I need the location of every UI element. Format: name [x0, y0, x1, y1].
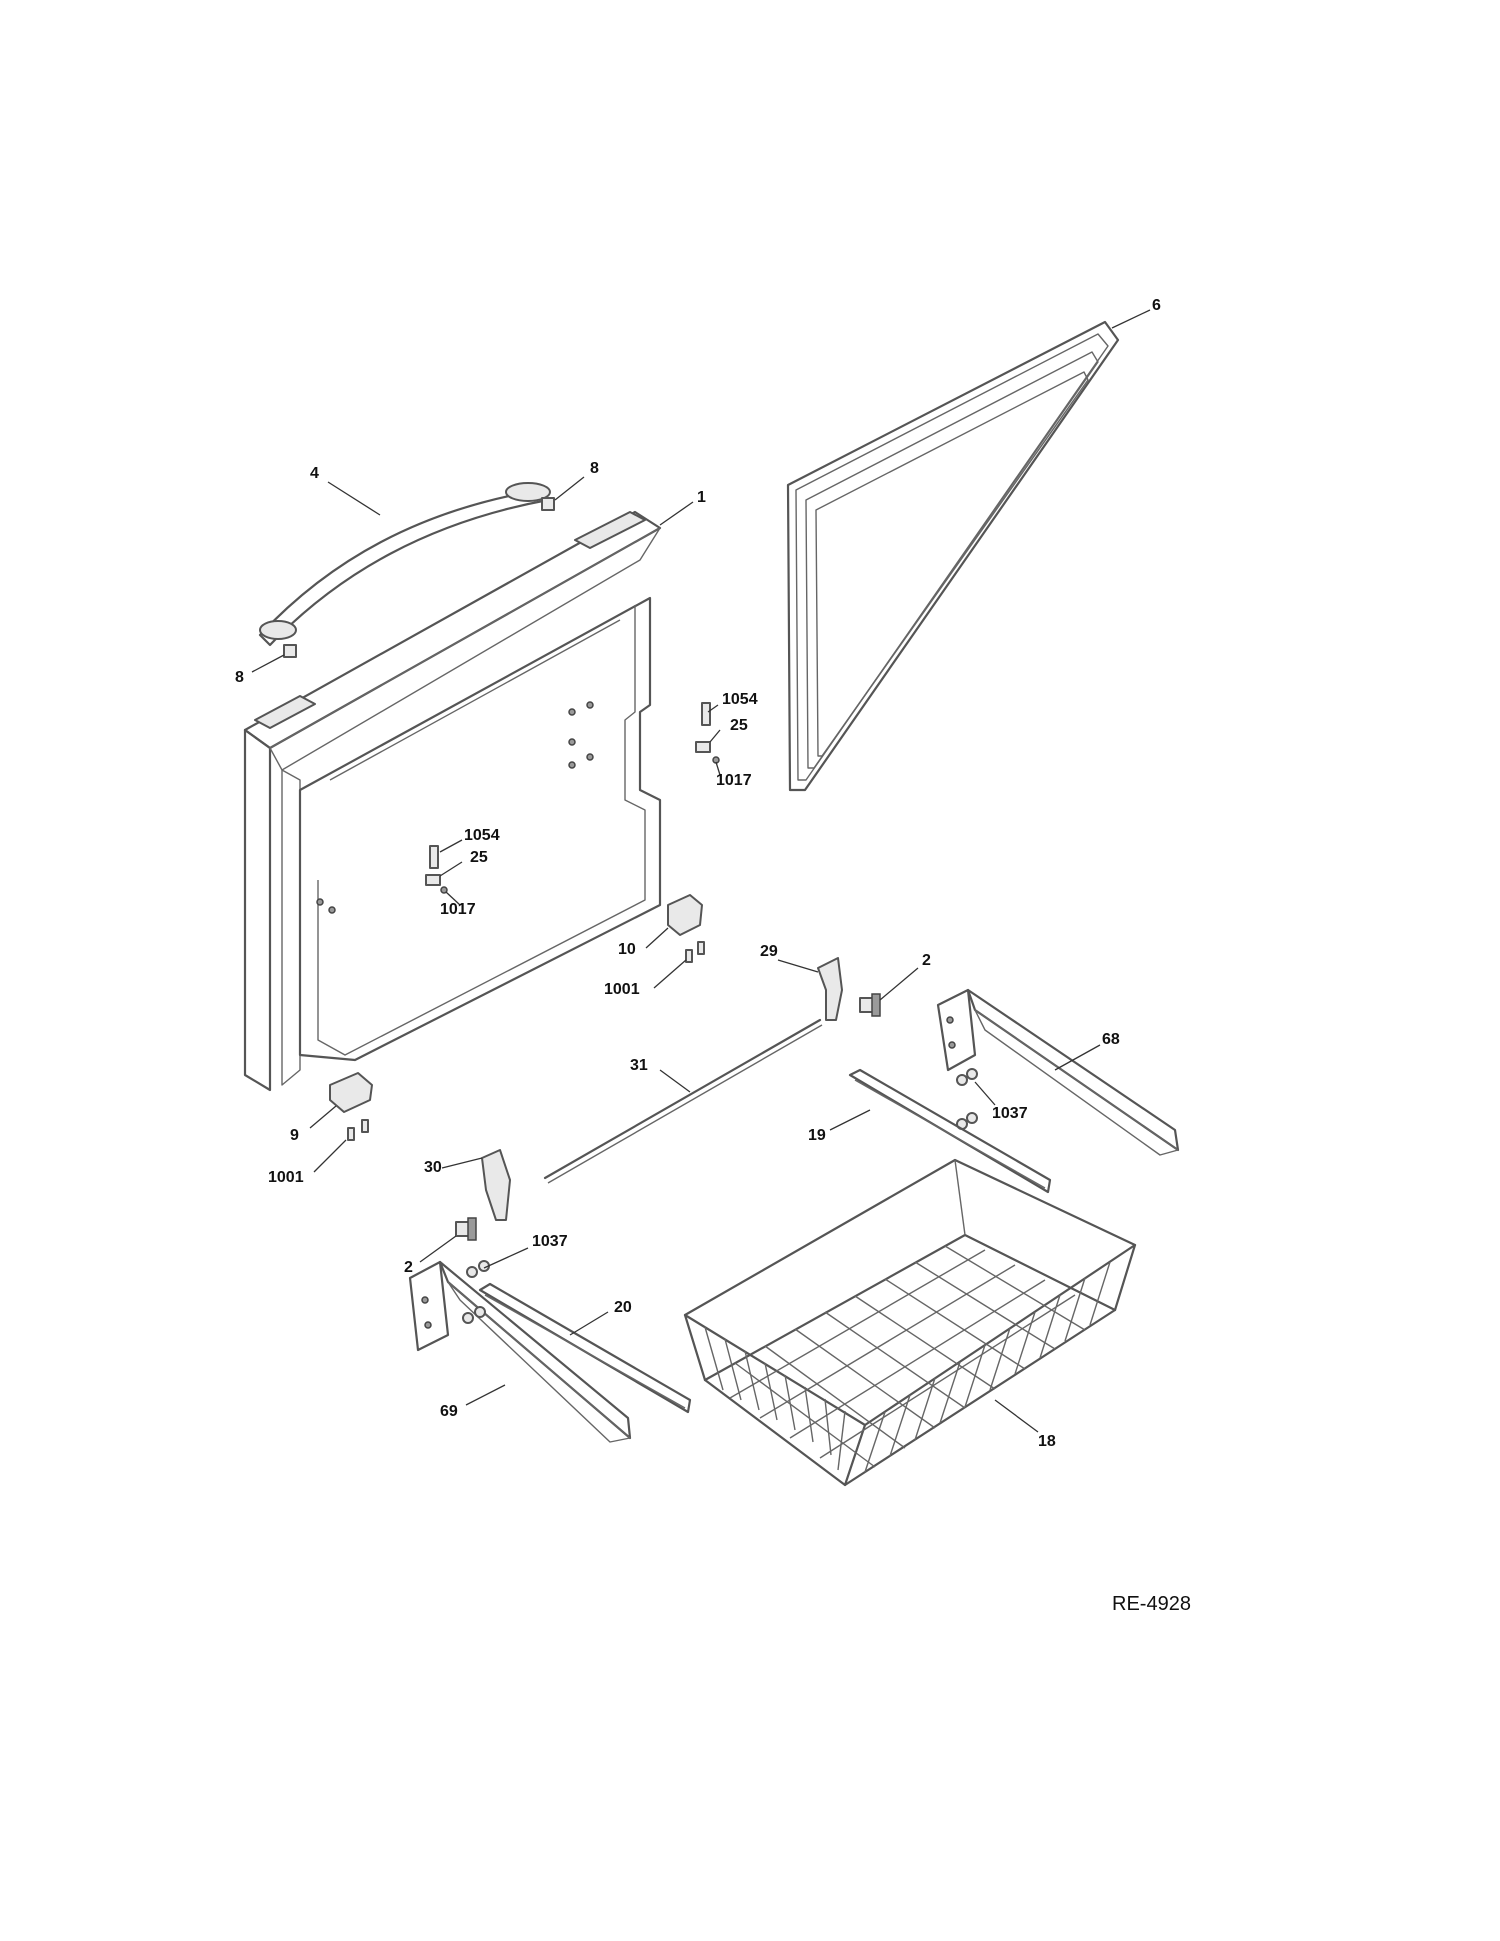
callout-18: 18	[1038, 1433, 1056, 1450]
callout-25-lower: 25	[470, 849, 488, 866]
door-gasket	[786, 320, 1120, 792]
roller-lower	[455, 1217, 477, 1241]
door-handle	[258, 482, 551, 647]
callout-1054-lower: 1054	[464, 827, 500, 844]
roller-upper	[859, 993, 881, 1017]
callout-1054-upper: 1054	[722, 691, 758, 708]
screws-1001-lower	[347, 1119, 369, 1141]
callout-1017-lower: 1017	[440, 901, 476, 918]
callout-31: 31	[630, 1057, 648, 1074]
callout-8-upper: 8	[590, 460, 599, 477]
callout-8-lower: 8	[235, 669, 244, 686]
callout-1001-lower: 1001	[268, 1169, 304, 1186]
callout-10: 10	[618, 941, 636, 958]
callout-29: 29	[760, 943, 778, 960]
screw-8-lower	[283, 644, 297, 658]
callout-20: 20	[614, 1299, 632, 1316]
rail-bracket-left	[408, 1260, 632, 1443]
fastener-set-upper	[695, 702, 720, 764]
callout-69: 69	[440, 1403, 458, 1420]
wire-basket	[683, 1158, 1137, 1487]
hinge-cap-upper	[667, 894, 703, 936]
rod-31	[543, 1018, 823, 1184]
slide-rail-right	[848, 1068, 1052, 1194]
callout-1037-left: 1037	[532, 1233, 568, 1250]
callout-19: 19	[808, 1127, 826, 1144]
screws-1037-right	[956, 1068, 978, 1130]
callout-1017-upper: 1017	[716, 772, 752, 789]
bracket-29	[817, 957, 843, 1021]
slide-rail-left	[478, 1282, 692, 1414]
screws-1037-left	[462, 1260, 490, 1324]
callout-1001-upper: 1001	[604, 981, 640, 998]
fastener-set-lower	[425, 845, 448, 894]
leader-lines	[251, 309, 1151, 1433]
callout-2-lower: 2	[404, 1259, 413, 1276]
hinge-cap-lower	[329, 1072, 373, 1113]
callout-9: 9	[290, 1127, 299, 1144]
bracket-30	[481, 1149, 511, 1221]
callout-1037-right: 1037	[992, 1105, 1028, 1122]
callout-4: 4	[310, 465, 319, 482]
callout-2-upper: 2	[922, 952, 931, 969]
diagram-reference-code: RE-4928	[1112, 1593, 1191, 1615]
callout-68: 68	[1102, 1031, 1120, 1048]
callout-labels: 6 1 4 8 8 1054 25 1017 1054 25 1017 10 1…	[235, 297, 1161, 1450]
callout-25-upper: 25	[730, 717, 748, 734]
callout-1: 1	[697, 489, 706, 506]
screw-8-upper	[541, 497, 555, 511]
callout-6: 6	[1152, 297, 1161, 314]
callout-30: 30	[424, 1159, 442, 1176]
screws-1001-upper	[685, 941, 705, 963]
rail-bracket-right	[936, 988, 1180, 1156]
door-assembly	[243, 510, 662, 1092]
